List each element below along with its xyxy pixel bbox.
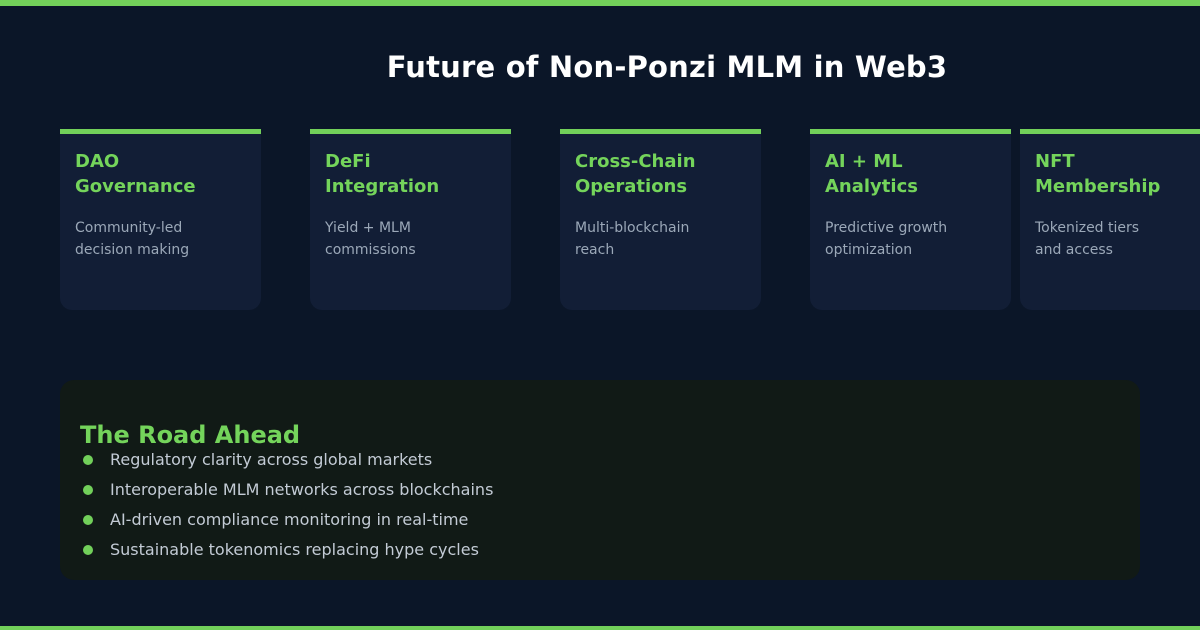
card-title: Cross-Chain Operations — [575, 151, 696, 197]
bullet-dot-icon — [83, 455, 93, 465]
road-ahead-item: Interoperable MLM networks across blockc… — [80, 475, 493, 505]
road-ahead-item-text: Sustainable tokenomics replacing hype cy… — [110, 540, 479, 559]
bullet-dot-icon — [83, 545, 93, 555]
road-ahead-list: Regulatory clarity across global markets… — [80, 445, 493, 565]
bottom-accent-bar — [0, 626, 1200, 630]
card-nft-membership: NFT Membership Tokenized tiers and acces… — [1020, 129, 1200, 310]
card-ai-ml-analytics: AI + ML Analytics Predictive growth opti… — [810, 129, 1011, 310]
card-description: Predictive growth optimization — [825, 220, 948, 258]
bullet-dot-icon — [83, 515, 93, 525]
road-ahead-title: The Road Ahead — [80, 420, 301, 449]
bullet-dot-icon — [83, 485, 93, 495]
road-ahead-item-text: Regulatory clarity across global markets — [110, 450, 433, 469]
card-title: NFT Membership — [1035, 151, 1161, 197]
road-ahead-item: AI-driven compliance monitoring in real-… — [80, 505, 493, 535]
road-ahead-item: Regulatory clarity across global markets — [80, 445, 493, 475]
road-ahead-item-text: Interoperable MLM networks across blockc… — [110, 480, 494, 499]
road-ahead-panel: The Road Ahead Regulatory clarity across… — [60, 380, 1140, 580]
card-title: AI + ML Analytics — [825, 151, 918, 197]
card-title: DeFi Integration — [325, 151, 440, 197]
card-description: Community-led decision making — [75, 220, 190, 258]
card-cross-chain-operations: Cross-Chain Operations Multi-blockchain … — [560, 129, 761, 310]
card-description: Yield + MLM commissions — [325, 220, 416, 258]
road-ahead-item: Sustainable tokenomics replacing hype cy… — [80, 535, 493, 565]
page-title: Future of Non-Ponzi MLM in Web3 — [386, 50, 948, 85]
card-description: Tokenized tiers and access — [1035, 220, 1140, 258]
card-description: Multi-blockchain reach — [575, 220, 690, 258]
road-ahead-item-text: AI-driven compliance monitoring in real-… — [110, 510, 469, 529]
top-accent-bar — [0, 0, 1200, 6]
card-dao-governance: DAO Governance Community-led decision ma… — [60, 129, 261, 310]
card-defi-integration: DeFi Integration Yield + MLM commissions — [310, 129, 511, 310]
card-title: DAO Governance — [75, 151, 196, 197]
